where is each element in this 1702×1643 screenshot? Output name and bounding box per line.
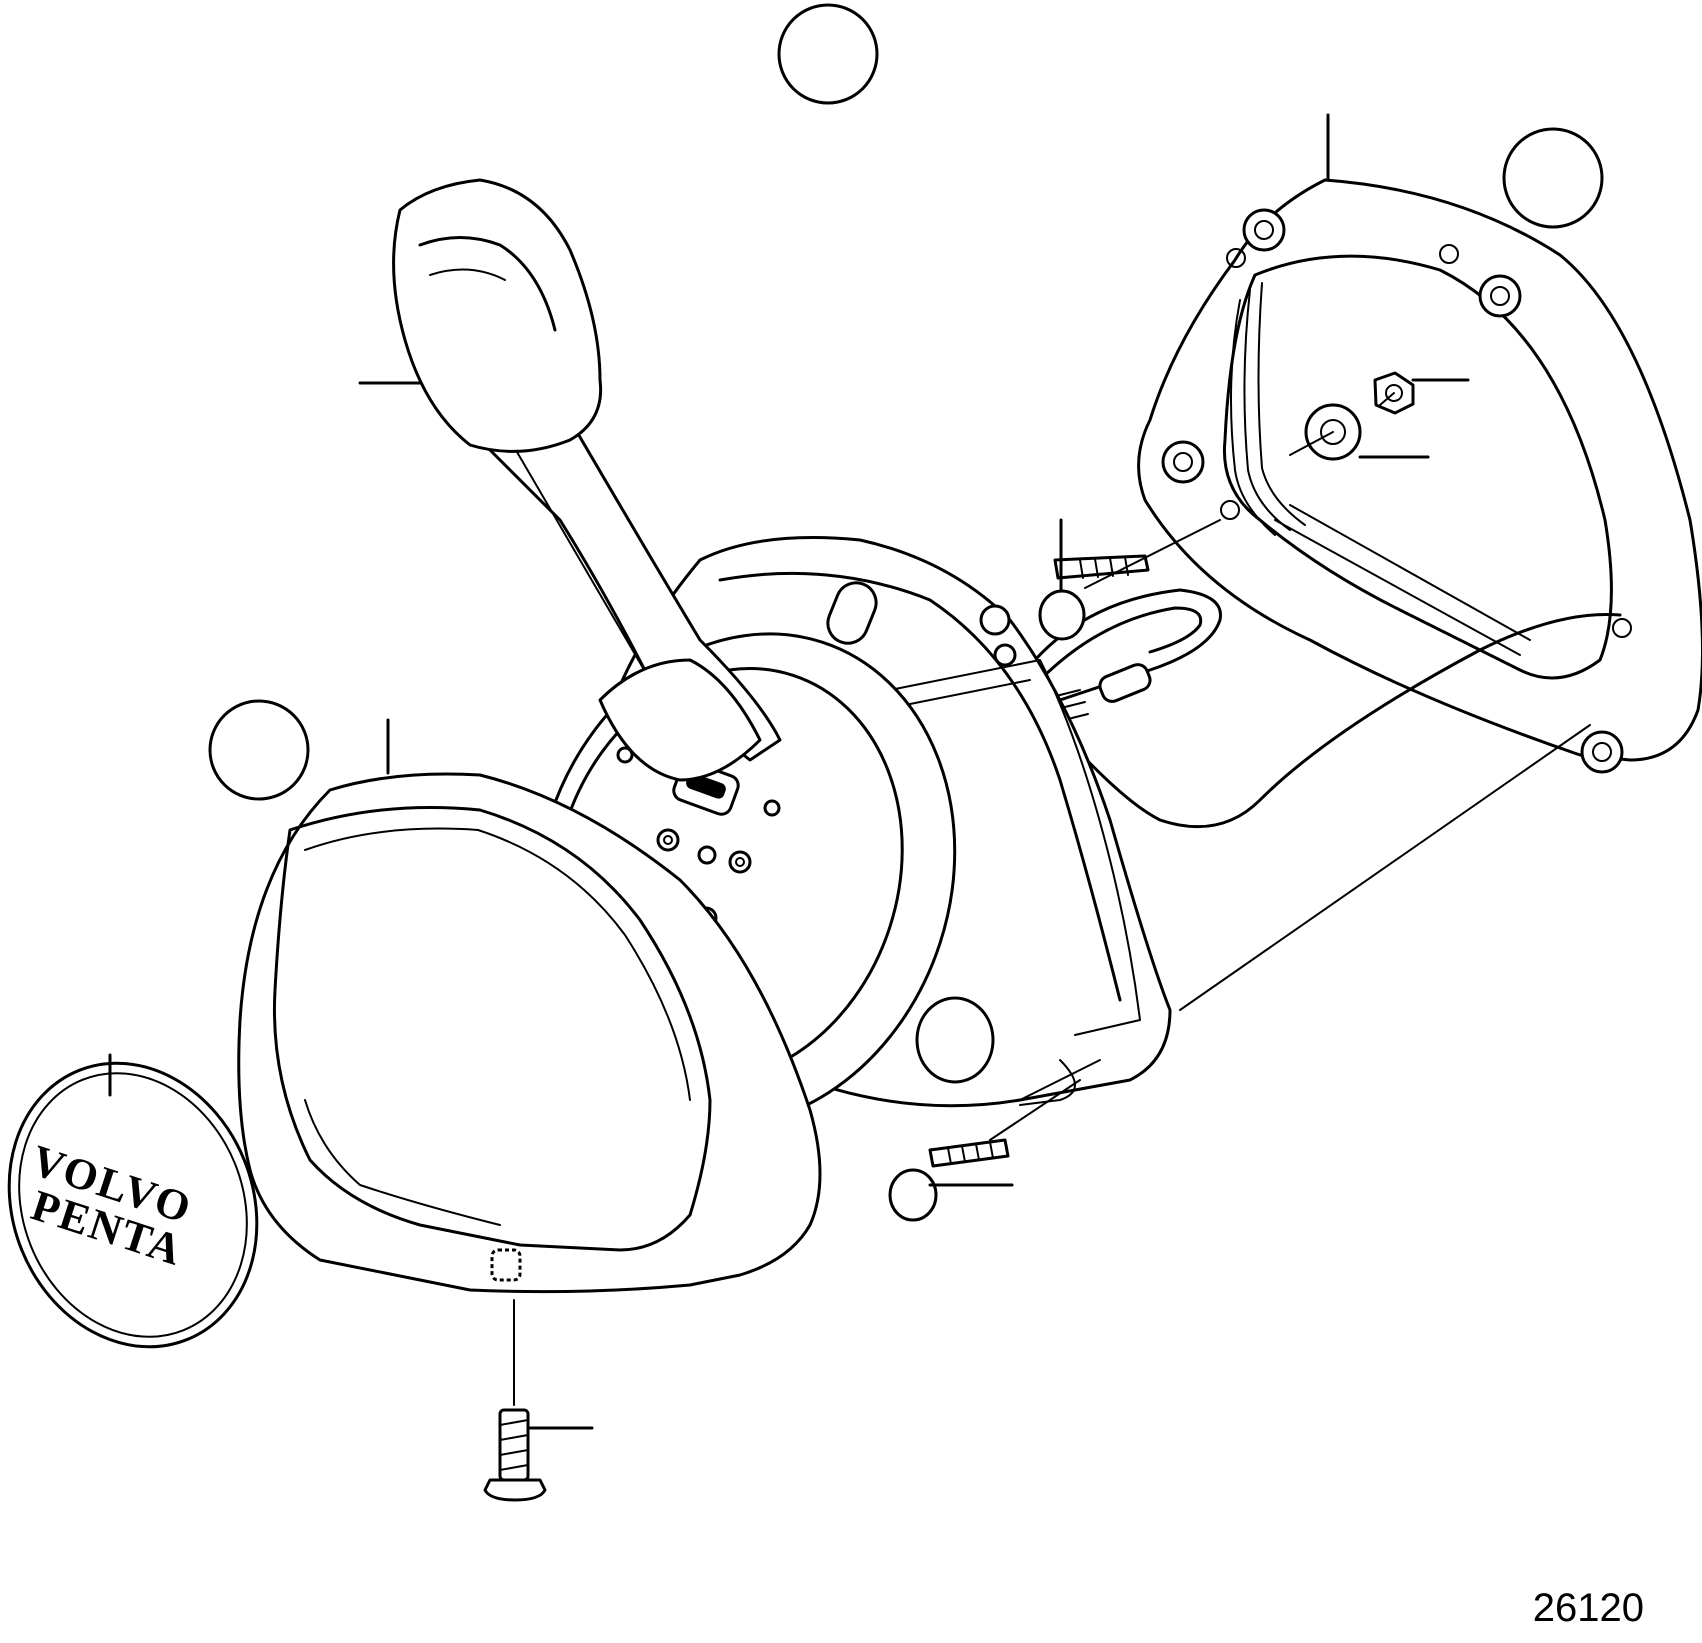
front-cover — [237, 772, 822, 1294]
leader-line-icon — [108, 113, 1470, 1430]
logo-cap: VOLVO PENTA — [7, 1061, 259, 1349]
mounting-plate — [1137, 178, 1702, 774]
cable-harness — [1033, 588, 1622, 829]
control-lever — [392, 178, 782, 782]
reference-circle-top — [777, 3, 879, 105]
screw-icon — [888, 1079, 1081, 1222]
drawing-number: 26120 — [1532, 1586, 1644, 1630]
reference-circle-left — [208, 699, 310, 801]
screw-icon — [483, 1299, 547, 1502]
reference-circle-right — [1502, 127, 1604, 229]
screw-icon — [1038, 519, 1221, 641]
leader-line-icon — [1179, 724, 1591, 1011]
